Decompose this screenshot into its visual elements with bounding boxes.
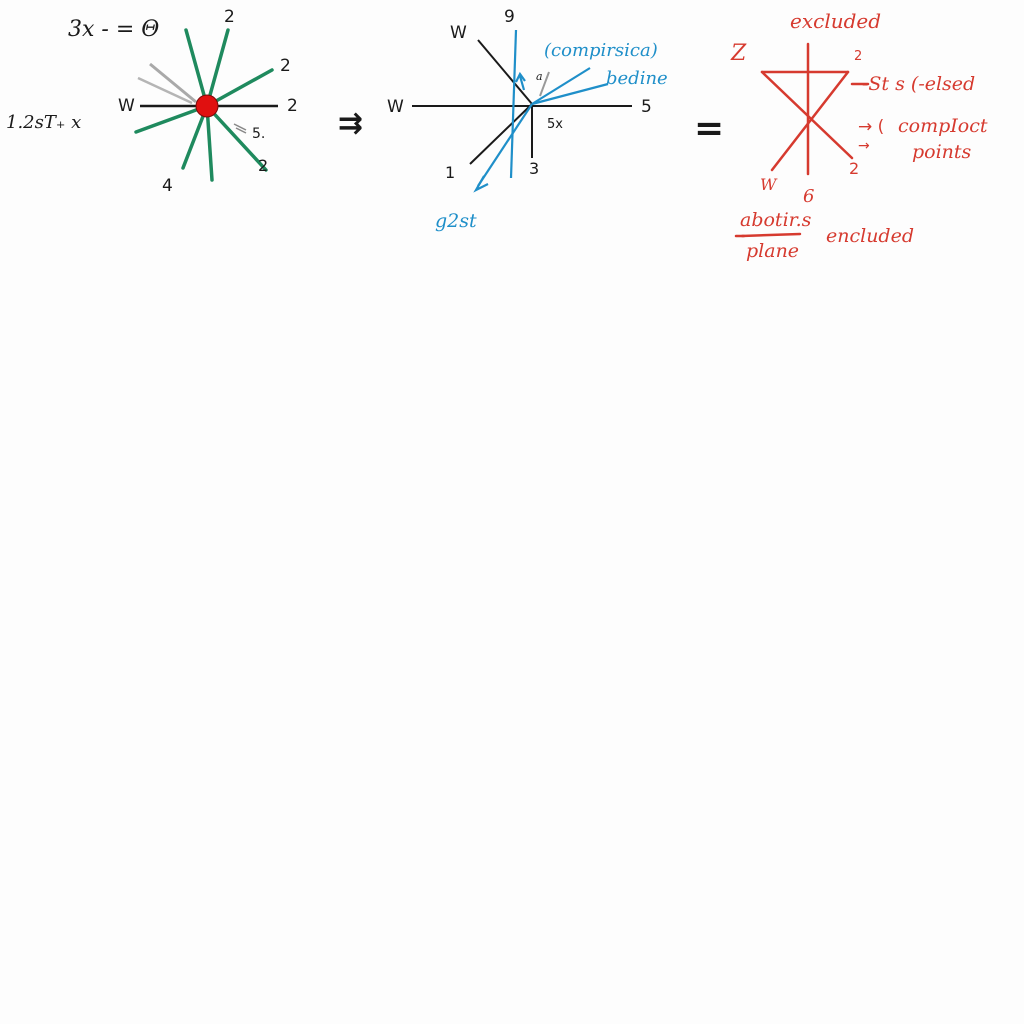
green-ray	[205, 104, 268, 172]
red-diagonal	[760, 70, 854, 160]
right-note-points: points	[912, 141, 972, 163]
middle-label-w-left: W	[387, 97, 404, 117]
right-diagram: excluded Z 2 2 W 6 -St s (-elsed → ( → c…	[730, 9, 988, 262]
middle-diagonal-lower	[469, 103, 533, 165]
fraction-numerator: abotir.s	[740, 209, 812, 231]
middle-label-top: 9	[504, 7, 515, 27]
tick-mark	[233, 123, 247, 131]
gray-ray-2	[137, 76, 193, 105]
middle-top-note: (compirsica)	[544, 40, 658, 61]
green-ray	[205, 68, 274, 108]
right-arrow-icon-2: →	[858, 138, 870, 154]
tick-mark	[235, 127, 247, 134]
blue-ray	[531, 67, 591, 105]
equals-icon: =	[694, 108, 724, 149]
middle-label-bottom-left: 1	[445, 163, 455, 182]
gray-ray-1	[149, 62, 197, 104]
red-lines	[734, 42, 870, 238]
left-label-right: 2	[287, 96, 298, 116]
fraction-bar	[740, 232, 802, 238]
right-label-bottom-right: 2	[849, 159, 859, 178]
middle-label-w-top: W	[450, 23, 467, 43]
left-label-upper-right: 2	[280, 56, 291, 76]
double-arrow-icon: ⇉	[338, 106, 363, 141]
left-equation: 3x - = Θ	[68, 17, 159, 42]
middle-beline-note: bedine	[606, 68, 668, 89]
right-note-encluded: encluded	[826, 225, 914, 247]
right-label-top-small: 2	[854, 49, 862, 64]
blue-vertical	[509, 29, 518, 179]
left-diagram: 3x - = Θ 1.2sT₊ x W 2 2 2 5. 2 4	[6, 7, 298, 196]
left-label-lower-right-a: 5.	[252, 126, 265, 142]
left-label-top: 2	[224, 7, 235, 27]
arrowhead-icon	[515, 71, 526, 83]
middle-arrow-tag: a	[536, 70, 543, 83]
left-label-bottom-left: 4	[162, 176, 173, 196]
right-label-bottom: 6	[803, 186, 814, 207]
left-label-lower-right-b: 2	[258, 156, 268, 175]
right-label-left: Z	[730, 41, 747, 66]
green-ray	[205, 28, 230, 108]
middle-diagonal-upper	[477, 39, 533, 105]
green-rays	[134, 28, 274, 182]
right-note-compIoct: compIoct	[898, 115, 988, 137]
blue-lines	[473, 29, 609, 193]
middle-label-right: 5	[641, 97, 652, 117]
blue-ray-arrow	[477, 103, 533, 187]
middle-label-small: 5x	[547, 117, 563, 132]
right-label-top: excluded	[790, 9, 881, 33]
green-ray	[184, 28, 209, 108]
gray-stroke	[539, 71, 550, 97]
middle-diagram: W W 9 5 1 3 5x a (compirsica) bedine g2s…	[387, 7, 668, 232]
left-label-w: W	[118, 96, 135, 116]
middle-bottom-note: g2st	[435, 210, 477, 232]
red-diagonal	[770, 70, 850, 172]
right-arrow-icon: → (	[858, 117, 884, 137]
right-note-elsed: -St s (-elsed	[862, 73, 975, 95]
left-side-note: 1.2sT₊ x	[6, 112, 81, 133]
middle-label-bottom: 3	[529, 159, 539, 178]
arrowhead-icon	[473, 175, 489, 193]
green-ray	[205, 104, 214, 182]
right-label-bottom-left: W	[760, 175, 778, 194]
blue-small-arrow	[518, 75, 526, 91]
fraction-denominator: plane	[746, 240, 799, 262]
green-ray	[134, 104, 209, 134]
center-point	[195, 94, 219, 118]
blue-ray	[531, 82, 609, 106]
